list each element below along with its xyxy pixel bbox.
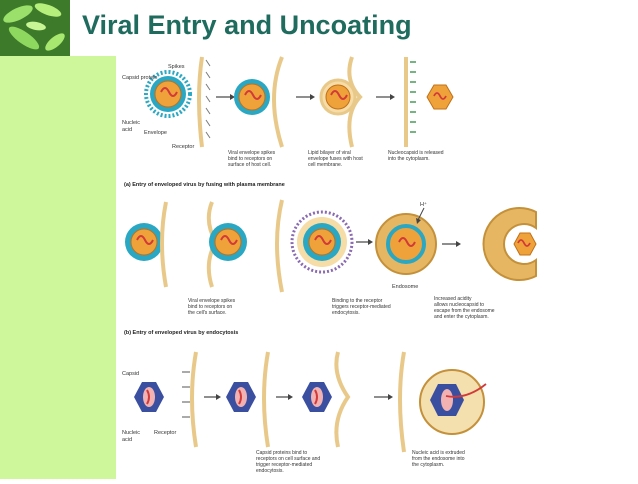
diagram-panel: Capsid protein Spikes Nucleic acid Envel…	[116, 52, 638, 479]
nucleocapsid-released-a	[426, 84, 454, 110]
label-nucleic-c-2: acid	[122, 437, 132, 443]
naked-virus-c1	[134, 382, 164, 412]
plasma-membrane-c4	[398, 351, 406, 453]
plasma-membrane-b3	[275, 199, 284, 293]
caption-a2-line3: cell membrane.	[308, 162, 342, 168]
plasma-membrane-c2	[262, 351, 270, 448]
caption-c1-line3: trigger receptor-mediated	[256, 462, 312, 468]
panel-c-naked-virus: Capsid Nucleic acid Receptor Capsid prot…	[122, 351, 487, 474]
caption-a1-line2: bind to receptors on	[228, 156, 272, 162]
caption-c1-line4: endocytosis.	[256, 468, 284, 474]
title-band	[0, 0, 638, 56]
panel-a-fusion: Capsid protein Spikes Nucleic acid Envel…	[122, 56, 454, 188]
caption-c2-line3: the cytoplasm.	[412, 462, 444, 468]
caption-a2-line2: envelope fuses with host	[308, 156, 363, 162]
plasma-membrane-a1	[197, 56, 204, 148]
label-nucleic-c-1: Nucleic	[122, 430, 140, 436]
bacteria-thumbnail-image	[0, 0, 70, 56]
caption-c2-line1: Nucleic acid is extruded	[412, 450, 465, 456]
plasma-membrane-a2	[272, 56, 284, 148]
caption-b2-line2: triggers receptor-mediated	[332, 304, 391, 310]
caption-a1-line3: surface of host cell.	[228, 162, 271, 168]
caption-c1-line1: Capsid proteins bind to	[256, 450, 307, 456]
section-b-heading: (b) Entry of enveloped virus by endocyto…	[124, 330, 238, 336]
label-nucleic-a-1: Nucleic	[122, 120, 140, 126]
label-receptor-a: Receptor	[172, 144, 194, 150]
caption-a1-line1: Viral envelope spikes	[228, 150, 276, 156]
caption-b1-line1: Viral envelope spikes	[188, 298, 236, 304]
panel-b-endocytosis: H⁺ Endosome Viral envelope spikes bind t…	[124, 199, 537, 336]
enveloped-virus-a1	[144, 70, 192, 118]
caption-b3-line2: allows nucleocapsid to	[434, 302, 484, 308]
proton-arrow	[417, 207, 425, 221]
naked-virus-c2	[226, 382, 256, 412]
label-spikes: Spikes	[168, 64, 185, 70]
endosome-c	[419, 369, 487, 435]
caption-a3-line1: Nucleocapsid is released	[388, 150, 444, 156]
enveloped-virus-b2	[209, 223, 247, 261]
label-nucleic-a-2: acid	[122, 127, 132, 133]
enveloped-virus-a3	[319, 78, 357, 116]
slide-title: Viral Entry and Uncoating	[82, 10, 412, 40]
endosome-open-b	[482, 207, 537, 281]
caption-b2-line3: endocytosis.	[332, 310, 360, 316]
endosome-b	[375, 213, 437, 275]
caption-b2-line1: Binding to the receptor	[332, 298, 383, 304]
plasma-membrane-a3	[347, 56, 363, 148]
label-envelope: Envelope	[144, 130, 167, 136]
caption-b3-line1: Increased acidity	[434, 296, 472, 302]
label-capsid-protein: Capsid protein	[122, 75, 157, 81]
green-side-band	[0, 0, 116, 479]
plasma-membrane-b1	[160, 201, 168, 288]
plasma-membrane-c3	[334, 351, 351, 448]
enveloped-virus-b1	[125, 223, 163, 261]
caption-b1-line2: bind to receptors on	[188, 304, 232, 310]
enveloped-virus-b3	[290, 210, 354, 274]
caption-b1-line3: the cell's surface.	[188, 310, 226, 316]
enveloped-virus-a2	[234, 79, 270, 115]
plasma-membrane-c1	[190, 351, 198, 448]
label-capsid-c: Capsid	[122, 371, 139, 377]
label-endosome: Endosome	[392, 284, 418, 290]
caption-c1-line2: receptors on cell surface and	[256, 456, 320, 462]
label-receptor-c: Receptor	[154, 430, 176, 436]
naked-virus-c3	[302, 382, 332, 412]
caption-b3-line4: and enter the cytoplasm.	[434, 314, 489, 320]
caption-a2-line1: Lipid bilayer of viral	[308, 150, 351, 156]
label-h-plus: H⁺	[420, 201, 427, 208]
caption-a3-line2: into the cytoplasm.	[388, 156, 430, 162]
caption-c2-line2: from the endosome into	[412, 456, 465, 462]
caption-b3-line3: escape from the endosome	[434, 308, 495, 314]
viral-entry-diagram: Capsid protein Spikes Nucleic acid Envel…	[122, 56, 537, 474]
section-a-heading: (a) Entry of enveloped virus by fusing w…	[124, 182, 285, 188]
